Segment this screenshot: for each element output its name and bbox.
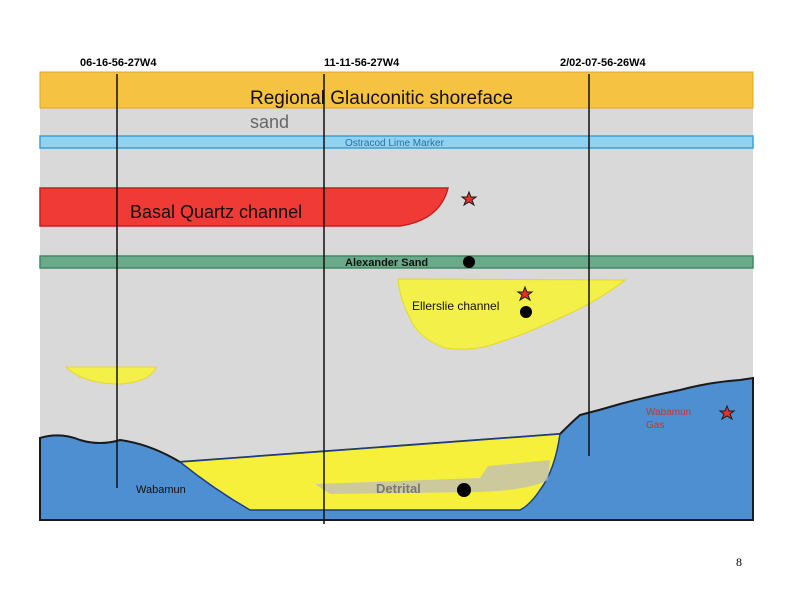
black-dot-icon bbox=[457, 483, 471, 497]
ostracod-marker-band bbox=[39, 135, 754, 149]
red-star-icon bbox=[516, 285, 534, 302]
basal-quartz-channel bbox=[39, 187, 449, 227]
regional-label-sand: sand bbox=[250, 112, 289, 132]
page-number: 8 bbox=[736, 555, 742, 569]
detrital-label: Detrital bbox=[376, 481, 421, 496]
ellerslie-label: Ellerslie channel bbox=[412, 299, 499, 313]
regional-glauconitic-band bbox=[39, 71, 754, 109]
basal-quartz-label: Basal Quartz channel bbox=[130, 202, 302, 222]
alexander-sand-band bbox=[39, 255, 754, 269]
red-star-icon bbox=[460, 190, 478, 207]
detrital-grey-lens bbox=[315, 460, 550, 494]
well-label-2: 11-11-56-27W4 bbox=[324, 57, 400, 69]
ellerslie-channel bbox=[397, 278, 627, 350]
black-dot-icon bbox=[520, 306, 532, 318]
wabamun-label: Wabamun bbox=[136, 484, 186, 496]
black-dot-icon bbox=[463, 256, 475, 268]
well-label-3: 2/02-07-56-26W4 bbox=[560, 57, 646, 69]
alexander-label: Alexander Sand bbox=[345, 257, 428, 269]
small-sand-lens bbox=[64, 366, 157, 385]
wabamun-gas-label-1: Wabamun bbox=[646, 407, 691, 418]
red-star-icon bbox=[718, 404, 736, 421]
regional-label: Regional Glauconitic shoreface bbox=[250, 88, 513, 109]
wabamun-gas-label-2: Gas bbox=[646, 420, 664, 431]
well-label-1: 06-16-56-27W4 bbox=[80, 57, 157, 69]
ostracod-label: Ostracod Lime Marker bbox=[345, 138, 445, 149]
